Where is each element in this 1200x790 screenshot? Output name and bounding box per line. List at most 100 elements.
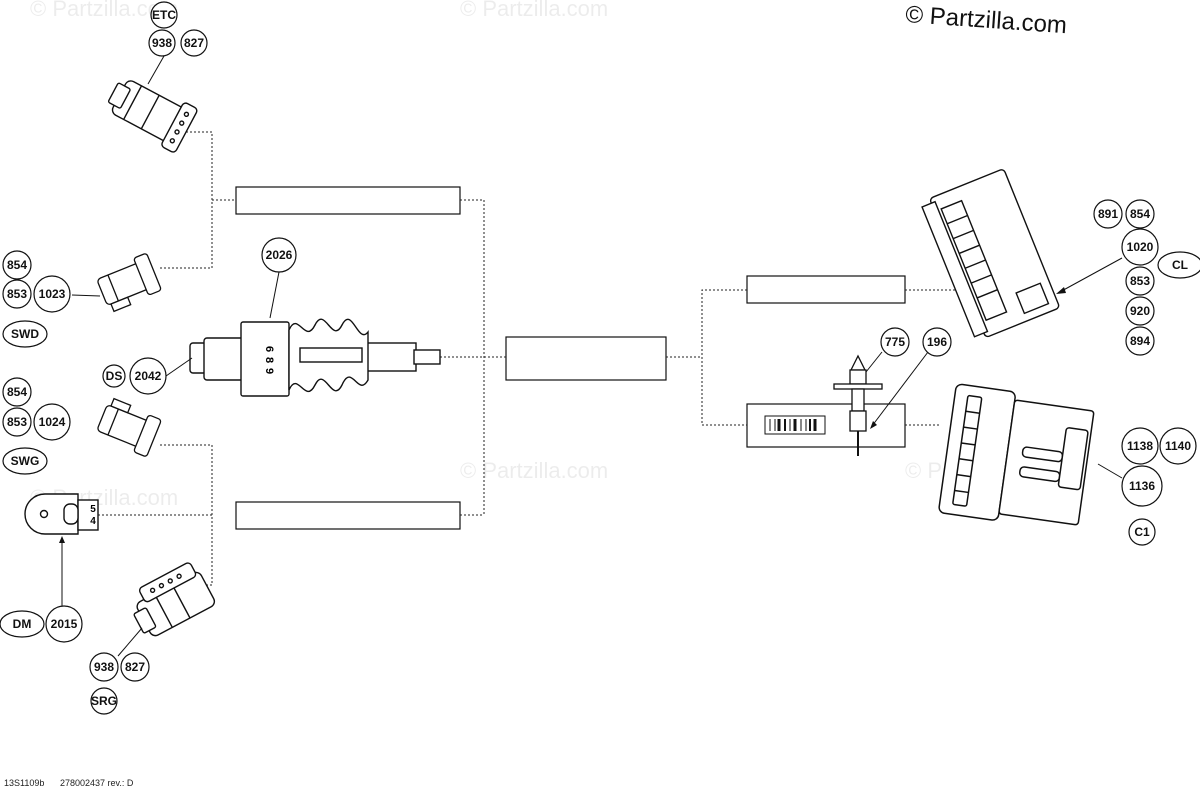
- callout-text: 938: [94, 660, 114, 674]
- c1-label: C1: [1128, 518, 1156, 546]
- arrow-head: [870, 421, 877, 429]
- watermark: © Partzilla.com: [30, 0, 178, 21]
- dm-sensor: [24, 493, 99, 535]
- cl-connector: [921, 169, 1060, 338]
- part-number-bubble: 1140: [1159, 427, 1197, 465]
- callout-text: 2015: [51, 617, 78, 631]
- part-number-bubble: 827: [120, 652, 150, 682]
- callout-text: 854: [7, 385, 27, 399]
- callout-text: DM: [13, 617, 32, 631]
- part-number-bubble: 894: [1125, 326, 1155, 356]
- callout-text: 1138: [1127, 439, 1153, 453]
- part-number-bubble: 853: [1125, 266, 1155, 296]
- swg-connector: [97, 397, 162, 457]
- part-number-bubble: 854: [2, 377, 32, 407]
- watermark: © Partzilla.com: [460, 0, 608, 21]
- part-number-bubble: 1136: [1121, 465, 1163, 507]
- callout-text: 827: [184, 36, 204, 50]
- leader-line: [865, 351, 883, 373]
- callout-text: 1140: [1165, 439, 1191, 453]
- callout-text: 827: [125, 660, 145, 674]
- callout-text: 891: [1098, 207, 1118, 221]
- part-number-bubble: 1138: [1121, 427, 1159, 465]
- part-number-bubble: 891: [1093, 199, 1123, 229]
- ds-label: DS: [102, 364, 126, 388]
- part-number-bubble: 775: [880, 327, 910, 357]
- leader-line: [871, 351, 929, 427]
- part-number-bubble: 827: [180, 29, 208, 57]
- part-number-bubble: 854: [2, 250, 32, 280]
- swg-label: SWG: [2, 447, 48, 475]
- sensor-pin-label: 9: [263, 368, 275, 374]
- callout-text: 196: [927, 335, 947, 349]
- callout-text: 2042: [135, 369, 162, 383]
- srg-connector: [133, 562, 216, 637]
- barcode-label: [764, 415, 826, 435]
- partzilla-copyright-logo: © Partzilla.com: [905, 1, 1068, 39]
- c1-connector: [938, 383, 1095, 526]
- arrow-head: [1056, 287, 1066, 294]
- etc-connector: [107, 80, 198, 153]
- wiring-lines: [98, 131, 1000, 586]
- leader-line: [147, 55, 165, 85]
- dm-pin-label: 5: [90, 504, 96, 515]
- dm-label: DM: [0, 610, 45, 638]
- part-number-bubble: 853: [2, 407, 32, 437]
- drawing-code: 13S1109b: [4, 778, 44, 788]
- callout-text: 2026: [266, 248, 293, 262]
- leader-line: [165, 357, 193, 377]
- fuse-775: [833, 354, 883, 456]
- callout-text: 1136: [1129, 479, 1155, 493]
- part-number-bubble: 1023: [33, 275, 71, 313]
- part-number-bubble: 1024: [33, 403, 71, 441]
- part-number-bubble: 2026: [261, 237, 297, 273]
- callout-text: 775: [885, 335, 905, 349]
- part-number-bubble: 853: [2, 279, 32, 309]
- swd-connector: [97, 253, 162, 313]
- callout-text: 854: [1130, 207, 1150, 221]
- harness-block-top: [235, 186, 461, 215]
- swd-label: SWD: [2, 320, 48, 348]
- callout-text: 938: [152, 36, 172, 50]
- callout-text: SWD: [11, 327, 39, 341]
- callout-text: 853: [7, 287, 27, 301]
- callout-text: 853: [7, 415, 27, 429]
- part-number-bubble: 2015: [45, 605, 83, 643]
- dm-pin-label: 4: [90, 516, 96, 527]
- part-number-bubble: 938: [148, 29, 176, 57]
- leader-line: [1097, 463, 1123, 479]
- callout-text: 853: [1130, 274, 1150, 288]
- callout-text: 854: [7, 258, 27, 272]
- callout-text: 920: [1130, 304, 1150, 318]
- leader-line: [269, 271, 280, 319]
- callout-text: 1024: [39, 415, 66, 429]
- etc-label: ETC: [150, 1, 178, 29]
- srg-label: SRG: [90, 687, 118, 715]
- callout-text: 1020: [1127, 240, 1154, 254]
- harness-block-bottom: [235, 501, 461, 530]
- harness-block-right-top: [746, 275, 906, 304]
- callout-text: DS: [106, 369, 123, 383]
- part-number-bubble: 196: [922, 327, 952, 357]
- harness-block-center: [505, 336, 667, 381]
- callout-text: CL: [1172, 258, 1188, 272]
- part-number-bubble: 920: [1125, 296, 1155, 326]
- leader-line: [117, 627, 143, 657]
- sensor-pin-label: 6: [263, 346, 275, 352]
- leader-line: [71, 294, 101, 297]
- callout-text: 894: [1130, 334, 1150, 348]
- part-number-bubble: 938: [89, 652, 119, 682]
- part-number-bubble: 854: [1125, 199, 1155, 229]
- part-number-bubble: 2042: [129, 357, 167, 395]
- cl-label: CL: [1157, 251, 1200, 279]
- part-number-bubble: 1020: [1121, 228, 1159, 266]
- watermark: © Partzilla.com: [460, 458, 608, 483]
- callout-text: SWG: [11, 454, 40, 468]
- sensor-2026: [189, 318, 441, 397]
- leader-line: [1057, 257, 1123, 294]
- callout-text: SRG: [91, 694, 117, 708]
- sensor-pin-label: 8: [263, 357, 275, 363]
